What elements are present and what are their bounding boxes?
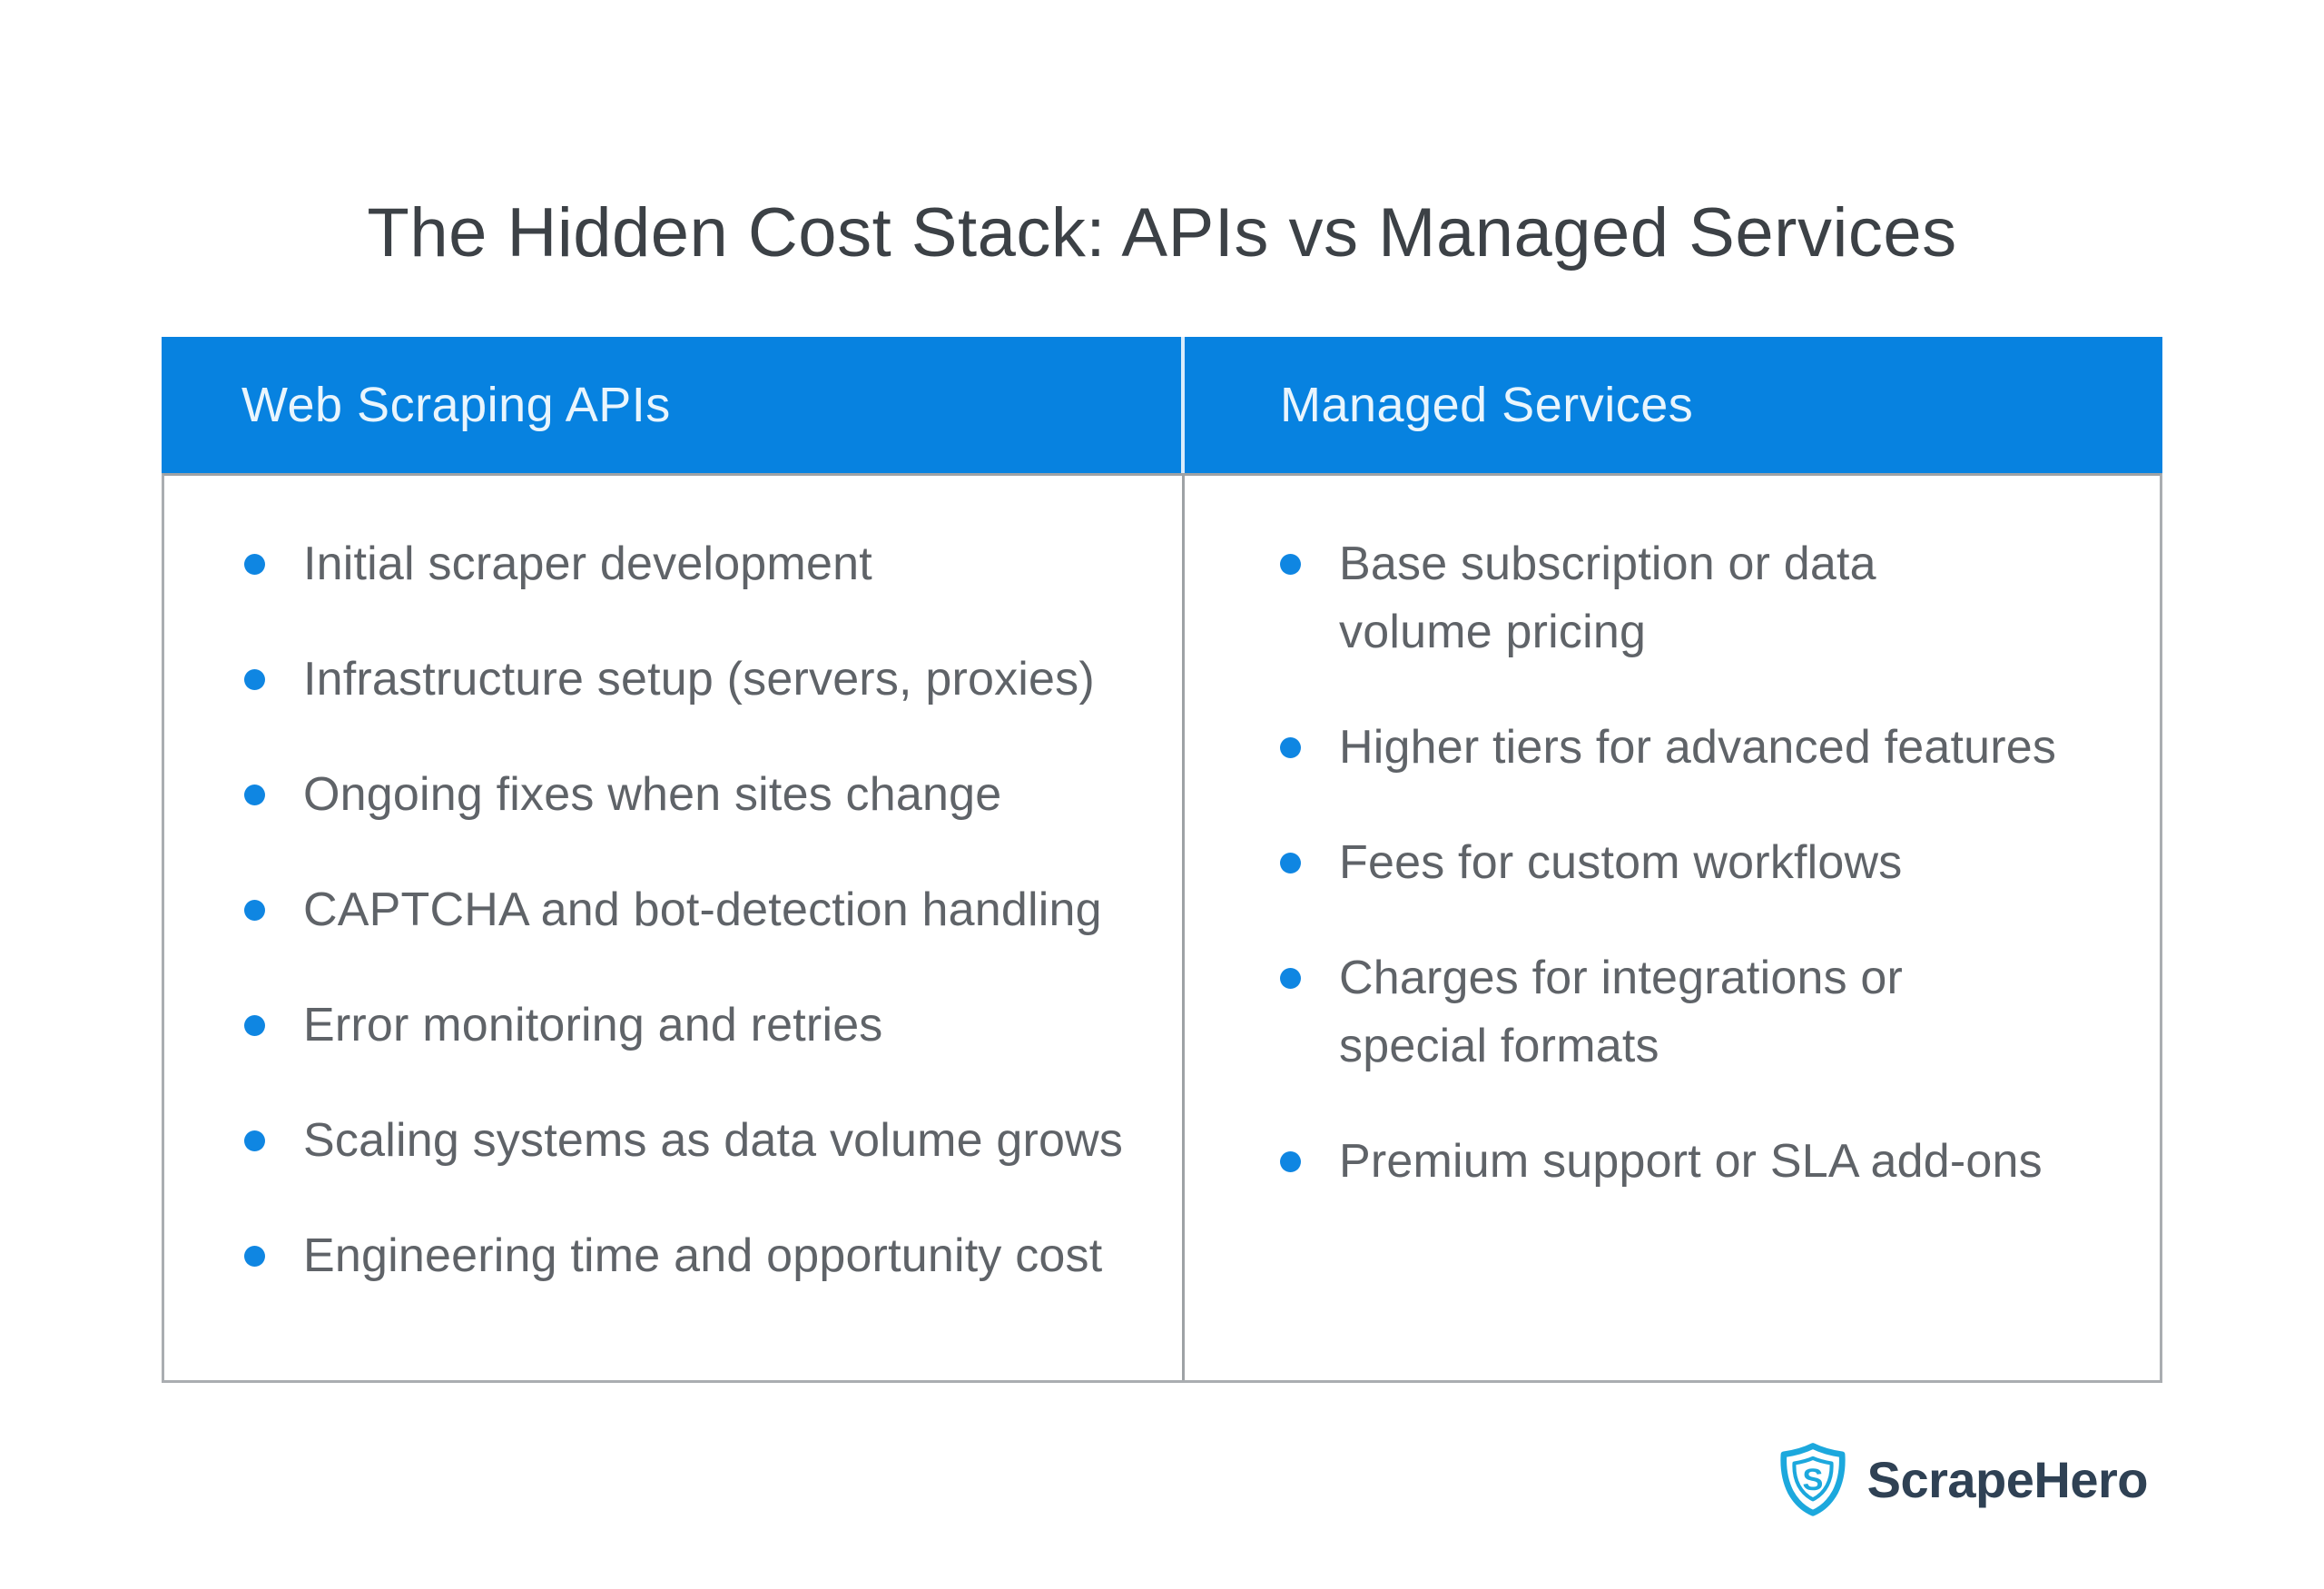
bullet-icon <box>244 669 265 690</box>
list-item-text: CAPTCHA and bot-detection handling <box>303 883 1102 936</box>
bullet-icon <box>244 1015 265 1036</box>
list-item-text: Charges for integrations or special form… <box>1339 952 1904 1072</box>
table-body-row: Initial scraper development Infrastructu… <box>162 473 2162 1383</box>
list-item: Premium support or SLA add-ons <box>1280 1128 2160 1196</box>
bullet-icon <box>244 1246 265 1267</box>
bullet-icon <box>244 554 265 575</box>
comparison-table: Web Scraping APIs Managed Services Initi… <box>162 337 2162 1383</box>
web-scraping-apis-list: Initial scraper development Infrastructu… <box>244 530 1182 1290</box>
bullet-icon <box>244 900 265 921</box>
list-item-text: Error monitoring and retries <box>303 999 883 1051</box>
bullet-icon <box>1280 1151 1301 1172</box>
list-item: Infrastructure setup (servers, proxies) <box>244 646 1182 714</box>
bullet-icon <box>1280 968 1301 989</box>
list-item: Scaling systems as data volume grows <box>244 1107 1182 1175</box>
list-item: Base subscription or data volume pricing <box>1280 530 2160 666</box>
list-item-text: Base subscription or data volume pricing <box>1339 538 1876 658</box>
scrapehero-shield-icon: S <box>1778 1442 1847 1516</box>
list-item-text: Higher tiers for advanced features <box>1339 721 2057 774</box>
logo-letter: S <box>1802 1463 1823 1497</box>
column-managed-services: Base subscription or data volume pricing… <box>1185 476 2160 1380</box>
list-item: Ongoing fixes when sites change <box>244 761 1182 829</box>
list-item-text: Engineering time and opportunity cost <box>303 1229 1103 1282</box>
list-item: Fees for custom workflows <box>1280 829 2160 897</box>
list-item: Error monitoring and retries <box>244 992 1182 1060</box>
list-item-text: Initial scraper development <box>303 538 872 590</box>
managed-services-list: Base subscription or data volume pricing… <box>1280 530 2160 1196</box>
bullet-icon <box>244 785 265 805</box>
list-item: Engineering time and opportunity cost <box>244 1222 1182 1290</box>
list-item-text: Ongoing fixes when sites change <box>303 768 1002 821</box>
column-web-scraping-apis: Initial scraper development Infrastructu… <box>164 476 1185 1380</box>
header-label: Managed Services <box>1280 378 1694 432</box>
brand-name: ScrapeHero <box>1866 1450 2149 1508</box>
bullet-icon <box>1280 853 1301 873</box>
header-cell-managed-services: Managed Services <box>1185 337 2162 473</box>
scrapehero-brand: S ScrapeHero <box>1778 1442 2149 1516</box>
list-item-text: Infrastructure setup (servers, proxies) <box>303 653 1095 706</box>
list-item-text: Fees for custom workflows <box>1339 836 1903 889</box>
bullet-icon <box>244 1130 265 1151</box>
header-label: Web Scraping APIs <box>241 378 671 432</box>
list-item: CAPTCHA and bot-detection handling <box>244 876 1182 944</box>
list-item: Higher tiers for advanced features <box>1280 714 2160 782</box>
list-item-text: Premium support or SLA add-ons <box>1339 1135 2043 1188</box>
bullet-icon <box>1280 737 1301 758</box>
list-item: Initial scraper development <box>244 530 1182 598</box>
header-cell-web-scraping-apis: Web Scraping APIs <box>162 337 1185 473</box>
page-title: The Hidden Cost Stack: APIs vs Managed S… <box>367 193 1957 271</box>
bullet-icon <box>1280 554 1301 575</box>
list-item-text: Scaling systems as data volume grows <box>303 1114 1124 1167</box>
table-header-row: Web Scraping APIs Managed Services <box>162 337 2162 473</box>
list-item: Charges for integrations or special form… <box>1280 944 2160 1081</box>
